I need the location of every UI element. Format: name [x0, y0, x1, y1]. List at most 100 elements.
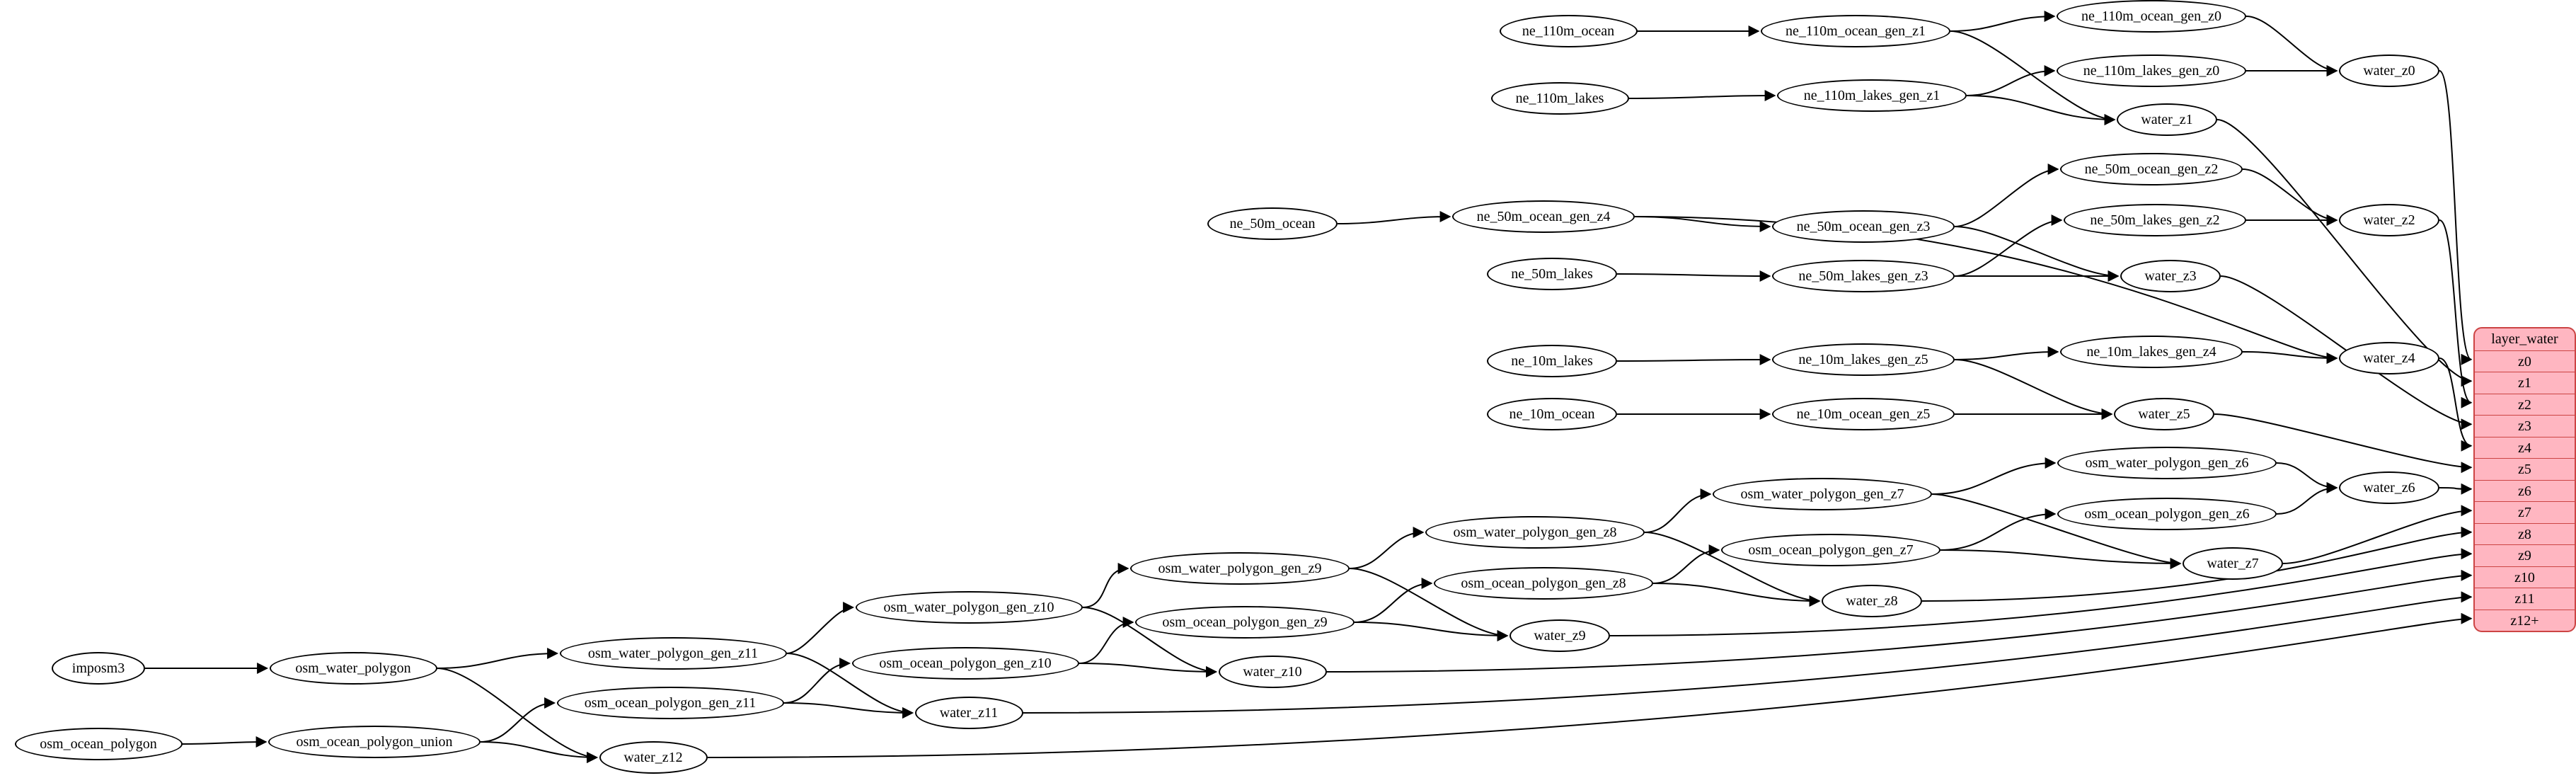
edge-osm_ocean_polygon_gen_z8-to-osm_ocean_polygon_gen_z7 — [1652, 544, 1720, 584]
edge-ne_50m_ocean_gen_z4-to-ne_50m_ocean_gen_z3 — [1634, 216, 1771, 232]
node-osm_water_polygon_gen_z9: osm_water_polygon_gen_z9 — [1130, 552, 1350, 585]
node-imposm3: imposm3 — [52, 652, 145, 685]
node-ne_10m_lakes_gen_z5: ne_10m_lakes_gen_z5 — [1772, 343, 1955, 376]
node-water_z6: water_z6 — [2339, 471, 2439, 504]
node-water_z8: water_z8 — [1822, 585, 1922, 617]
edge-ne_110m_ocean_gen_z1-to-ne_110m_ocean_gen_z0 — [1950, 11, 2056, 32]
node-water_z3: water_z3 — [2120, 260, 2221, 292]
node-ne_110m_ocean_gen_z0: ne_110m_ocean_gen_z0 — [2057, 0, 2246, 33]
table-node-row-z1: z1 — [2475, 372, 2575, 394]
node-water_z4: water_z4 — [2339, 342, 2439, 374]
node-osm_ocean_polygon_gen_z7: osm_ocean_polygon_gen_z7 — [1721, 534, 1940, 566]
edge-water_z4-to-layer_water:z4 — [2439, 357, 2473, 452]
edge-ne_110m_lakes_gen_z1-to-ne_110m_lakes_gen_z0 — [1966, 65, 2056, 96]
table-node-row-z12+: z12+ — [2475, 609, 2575, 631]
edge-osm_ocean_polygon_gen_z11-to-water_z11 — [783, 702, 914, 719]
edge-ne_10m_lakes-to-ne_10m_lakes_gen_z5 — [1616, 354, 1771, 366]
edge-ne_50m_ocean_gen_z3-to-water_z3 — [1954, 226, 2120, 282]
table-node-row-z8: z8 — [2475, 522, 2575, 545]
edge-osm_water_polygon_gen_z10-to-osm_water_polygon_gen_z9 — [1082, 563, 1129, 608]
edge-osm_water_polygon_gen_z6-to-water_z6 — [2276, 462, 2338, 493]
node-ne_110m_lakes_gen_z0: ne_110m_lakes_gen_z0 — [2057, 55, 2246, 87]
node-osm_water_polygon_gen_z7: osm_water_polygon_gen_z7 — [1713, 478, 1932, 510]
edge-osm_ocean_polygon_gen_z8-to-water_z8 — [1652, 583, 1821, 607]
edge-osm_ocean_polygon_gen_z11-to-osm_ocean_polygon_gen_z10 — [783, 658, 851, 704]
node-ne_110m_lakes: ne_110m_lakes — [1490, 82, 1629, 115]
edge-water_z0-to-layer_water:z0 — [2439, 70, 2473, 365]
edge-ne_50m_ocean_gen_z3-to-ne_50m_ocean_gen_z2 — [1954, 164, 2059, 227]
node-ne_50m_lakes_gen_z3: ne_50m_lakes_gen_z3 — [1772, 260, 1955, 292]
node-ne_10m_ocean: ne_10m_ocean — [1487, 398, 1617, 430]
node-ne_50m_ocean: ne_50m_ocean — [1207, 207, 1338, 240]
node-ne_50m_ocean_gen_z2: ne_50m_ocean_gen_z2 — [2060, 153, 2243, 185]
edge-osm_water_polygon_gen_z8-to-osm_water_polygon_gen_z7 — [1644, 488, 1712, 533]
edge-ne_50m_ocean_gen_z2-to-water_z2 — [2242, 168, 2338, 226]
edge-ne_10m_lakes_gen_z5-to-water_z5 — [1954, 359, 2113, 420]
node-osm_ocean_polygon_union: osm_ocean_polygon_union — [268, 726, 481, 758]
edge-osm_ocean_polygon_gen_z7-to-water_z7 — [1940, 549, 2182, 569]
node-ne_50m_lakes: ne_50m_lakes — [1487, 258, 1617, 290]
node-water_z5: water_z5 — [2114, 398, 2214, 430]
table-node-row-z10: z10 — [2475, 566, 2575, 588]
node-ne_110m_ocean_gen_z1: ne_110m_ocean_gen_z1 — [1761, 15, 1950, 47]
node-osm_ocean_polygon_gen_z8: osm_ocean_polygon_gen_z8 — [1434, 567, 1653, 600]
edge-osm_ocean_polygon_gen_z9-to-osm_ocean_polygon_gen_z8 — [1354, 578, 1433, 623]
edge-ne_50m_lakes_gen_z3-to-ne_50m_lakes_gen_z2 — [1954, 214, 2063, 277]
node-water_z1: water_z1 — [2117, 103, 2217, 136]
node-water_z10: water_z10 — [1218, 656, 1327, 688]
edge-ne_10m_lakes_gen_z5-to-ne_10m_lakes_gen_z4 — [1954, 346, 2059, 360]
node-ne_50m_lakes_gen_z2: ne_50m_lakes_gen_z2 — [2064, 204, 2246, 236]
edge-osm_ocean_polygon_union-to-water_z12 — [480, 741, 599, 763]
edge-osm_ocean_polygon_gen_z9-to-water_z9 — [1354, 622, 1509, 641]
edge-osm_ocean_polygon_gen_z10-to-water_z10 — [1079, 663, 1218, 677]
edge-ne_110m_lakes-to-ne_110m_lakes_gen_z1 — [1628, 90, 1776, 102]
node-ne_110m_lakes_gen_z1: ne_110m_lakes_gen_z1 — [1777, 79, 1967, 112]
edge-osm_ocean_polygon_gen_z7-to-osm_ocean_polygon_gen_z6 — [1940, 508, 2057, 551]
edge-osm_water_polygon_gen_z9-to-osm_water_polygon_gen_z8 — [1349, 527, 1425, 569]
node-ne_10m_lakes: ne_10m_lakes — [1487, 345, 1617, 377]
node-osm_ocean_polygon_gen_z6: osm_ocean_polygon_gen_z6 — [2057, 498, 2277, 530]
table-node-row-z0: z0 — [2475, 350, 2575, 372]
node-osm_water_polygon_gen_z11: osm_water_polygon_gen_z11 — [559, 637, 787, 670]
table-node-row-z7: z7 — [2475, 501, 2575, 523]
node-osm_water_polygon_gen_z8: osm_water_polygon_gen_z8 — [1425, 516, 1645, 549]
table-node-row-z5: z5 — [2475, 458, 2575, 480]
edge-ne_50m_ocean_gen_z4-to-water_z4 — [1634, 216, 2338, 364]
node-water_z7: water_z7 — [2183, 547, 2283, 580]
node-water_z2: water_z2 — [2339, 204, 2439, 236]
edge-ne_50m_lakes-to-ne_50m_lakes_gen_z3 — [1616, 270, 1771, 282]
edge-osm_water_polygon-to-osm_water_polygon_gen_z11 — [437, 648, 559, 669]
node-ne_50m_ocean_gen_z3: ne_50m_ocean_gen_z3 — [1772, 210, 1955, 243]
node-osm_ocean_polygon_gen_z11: osm_ocean_polygon_gen_z11 — [556, 687, 784, 719]
node-water_z12: water_z12 — [599, 741, 708, 774]
node-ne_10m_ocean_gen_z5: ne_10m_ocean_gen_z5 — [1772, 398, 1955, 430]
node-osm_ocean_polygon_gen_z9: osm_ocean_polygon_gen_z9 — [1135, 606, 1355, 639]
node-water_z11: water_z11 — [914, 697, 1023, 729]
node-ne_10m_lakes_gen_z4: ne_10m_lakes_gen_z4 — [2060, 336, 2243, 368]
node-water_z9: water_z9 — [1510, 619, 1610, 652]
table-node-title: layer_water — [2491, 331, 2558, 347]
edge-water_z9-to-layer_water:z9 — [1609, 548, 2473, 636]
edge-osm_water_polygon_gen_z7-to-osm_water_polygon_gen_z6 — [1931, 457, 2057, 495]
edge-osm_ocean_polygon-to-osm_ocean_polygon_union — [182, 736, 268, 748]
table-node-row-z3: z3 — [2475, 415, 2575, 437]
table-node-row-z2: z2 — [2475, 393, 2575, 416]
edge-ne_110m_ocean_gen_z0-to-water_z0 — [2246, 16, 2338, 76]
table-node-row-z11: z11 — [2475, 588, 2575, 610]
edge-osm_ocean_polygon_gen_z10-to-osm_ocean_polygon_gen_z9 — [1079, 617, 1134, 664]
edge-osm_ocean_polygon_gen_z6-to-water_z6 — [2276, 482, 2338, 515]
edge-water_z2-to-layer_water:z2 — [2439, 219, 2473, 408]
node-osm_water_polygon_gen_z10: osm_water_polygon_gen_z10 — [855, 591, 1083, 624]
edge-osm_water_polygon_gen_z11-to-osm_water_polygon_gen_z10 — [786, 602, 855, 654]
node-osm_water_polygon: osm_water_polygon — [269, 652, 437, 685]
edge-osm_ocean_polygon_union-to-osm_ocean_polygon_gen_z11 — [480, 697, 556, 743]
node-osm_ocean_polygon: osm_ocean_polygon — [14, 728, 183, 760]
node-osm_ocean_polygon_gen_z10: osm_ocean_polygon_gen_z10 — [851, 647, 1079, 680]
edge-ne_50m_ocean-to-ne_50m_ocean_gen_z4 — [1337, 211, 1451, 224]
edge-water_z7-to-layer_water:z7 — [2282, 505, 2473, 564]
node-ne_110m_ocean: ne_110m_ocean — [1499, 15, 1638, 47]
node-water_z0: water_z0 — [2339, 55, 2439, 87]
table-node-row-z6: z6 — [2475, 479, 2575, 502]
